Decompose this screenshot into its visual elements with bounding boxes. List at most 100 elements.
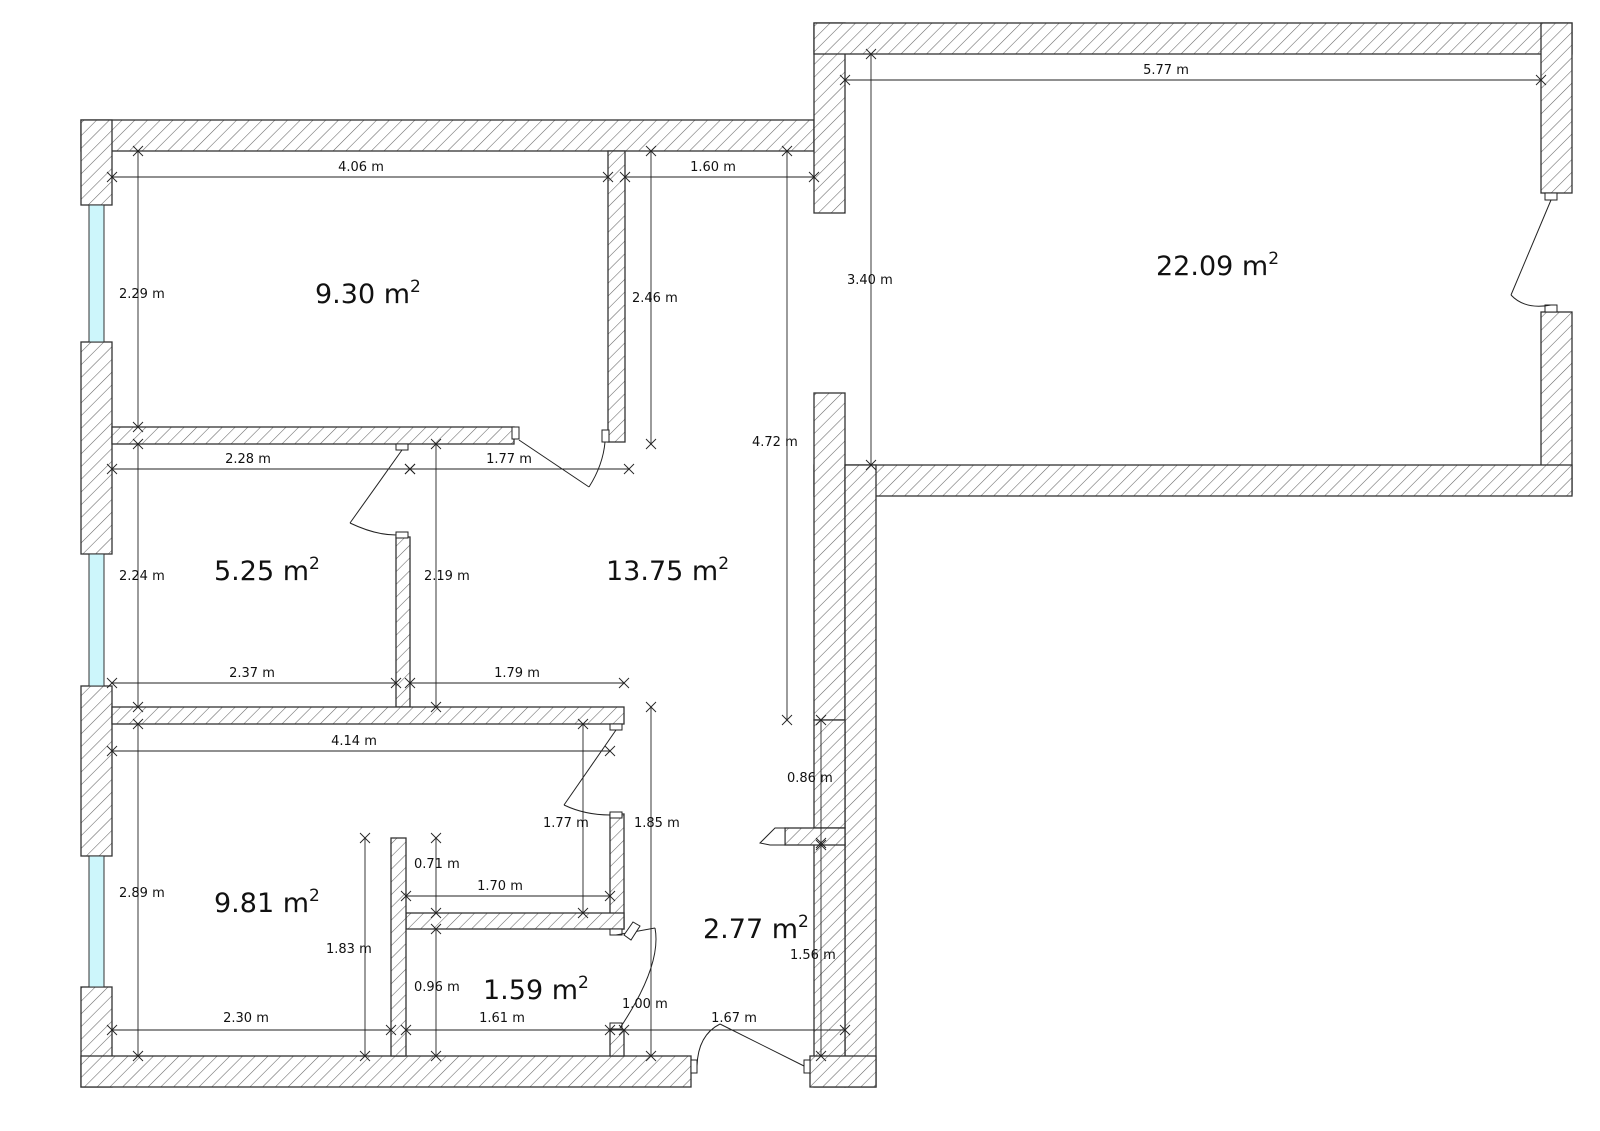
dim-tick: [430, 701, 442, 713]
dim-tick: [781, 145, 793, 157]
wall-west-1: [80, 119, 113, 206]
dim-label: 1.60 m: [690, 160, 736, 175]
dim-label: 1.77 m: [543, 816, 589, 831]
door-jamb: [609, 811, 623, 819]
wall-living-top: [813, 22, 1573, 55]
dim-label: 0.71 m: [414, 857, 460, 872]
dim-tick: [839, 74, 851, 86]
wall-int-bath-bottom-stub: [609, 1029, 625, 1057]
dim-tick: [400, 890, 412, 902]
wall-living-bottom: [813, 464, 1573, 497]
wall-bottom-right: [809, 1055, 877, 1088]
room-area-living-room: 22.09 m2: [1156, 249, 1279, 282]
dim-label: 2.24 m: [119, 569, 165, 584]
dim-tick: [623, 463, 635, 475]
window-2: [88, 553, 105, 687]
dim-tick: [604, 890, 616, 902]
dim-tick: [781, 714, 793, 726]
wall-east-mid: [784, 827, 846, 846]
wall-int-corridor-right: [609, 813, 625, 930]
door-jamb: [395, 443, 409, 451]
room-area-bedroom-bottom-left: 9.81 m2: [214, 886, 320, 919]
dim-tick: [359, 1050, 371, 1062]
dim-label: 0.96 m: [414, 980, 460, 995]
dim-label: 2.28 m: [225, 452, 271, 467]
door-arc: [1510, 294, 1552, 307]
window-1: [88, 204, 105, 343]
dim-tick: [618, 1024, 630, 1036]
door-jamb: [511, 426, 520, 440]
dim-label: 2.46 m: [632, 291, 678, 306]
dim-tick: [390, 677, 402, 689]
dim-label: 2.19 m: [424, 569, 470, 584]
dim-tick: [132, 718, 144, 730]
dimension-lines: [112, 54, 1541, 1056]
dim-tick: [1535, 74, 1547, 86]
dim-tick: [106, 677, 118, 689]
dim-tick: [430, 438, 442, 450]
dim-tick: [645, 145, 657, 157]
dim-label: 1.67 m: [711, 1011, 757, 1026]
wall-west-2: [80, 341, 113, 555]
room-area-bedroom-top-left: 9.30 m2: [315, 277, 421, 310]
door-jamb: [601, 429, 610, 443]
dim-tick: [808, 171, 820, 183]
window-3: [88, 855, 105, 988]
dim-tick: [604, 745, 616, 757]
dim-tick: [430, 832, 442, 844]
wall-bottom-left: [80, 1055, 692, 1088]
door-leaf: [719, 1023, 805, 1067]
door-jamb: [609, 723, 623, 731]
door-arc: [349, 522, 397, 536]
wall-west-3: [80, 685, 113, 857]
dim-label: 4.14 m: [331, 734, 377, 749]
dim-label: 5.77 m: [1143, 63, 1189, 78]
dim-tick: [865, 48, 877, 60]
dim-tick: [132, 701, 144, 713]
door-arc: [563, 804, 611, 816]
dim-label: 1.70 m: [477, 879, 523, 894]
walls: [80, 22, 1573, 1088]
room-area-hallway: 13.75 m2: [606, 554, 729, 587]
dim-tick: [645, 701, 657, 713]
dim-label: 1.85 m: [634, 816, 680, 831]
dim-tick: [400, 1024, 412, 1036]
dim-label: 1.56 m: [790, 948, 836, 963]
dim-tick: [132, 145, 144, 157]
wall-living-right-lower: [1540, 311, 1573, 495]
dim-tick: [132, 438, 144, 450]
dim-tick: [404, 463, 416, 475]
dim-label: 4.06 m: [338, 160, 384, 175]
dim-tick: [404, 677, 416, 689]
dim-tick: [815, 837, 827, 849]
door-jamb: [1544, 192, 1558, 201]
dim-label: 2.89 m: [119, 886, 165, 901]
dimension-ticks: [106, 48, 1547, 1062]
dim-tick: [645, 1050, 657, 1062]
door-jamb: [609, 1022, 623, 1030]
dim-tick: [106, 745, 118, 757]
wall-int-bed1-right: [607, 150, 626, 443]
dim-tick: [106, 1024, 118, 1036]
door-jamb: [690, 1059, 698, 1074]
dim-tick: [577, 907, 589, 919]
dim-tick: [430, 907, 442, 919]
dim-tick: [815, 839, 827, 851]
door-jamb: [623, 921, 641, 941]
dim-tick: [602, 171, 614, 183]
wall-east-outer: [844, 464, 877, 1088]
wall-top-left: [80, 119, 815, 152]
door-leaf: [1510, 199, 1552, 296]
wall-int-bed1-bottom: [111, 426, 515, 445]
dim-tick: [106, 171, 118, 183]
dim-label: 1.79 m: [494, 666, 540, 681]
dim-tick: [106, 463, 118, 475]
dim-tick: [359, 832, 371, 844]
dim-tick: [604, 1024, 616, 1036]
dim-label: 1.61 m: [479, 1011, 525, 1026]
room-area-entrance: 2.77 m2: [703, 912, 809, 945]
room-area-small-room: 5.25 m2: [214, 554, 320, 587]
dim-tick: [430, 923, 442, 935]
dim-tick: [619, 171, 631, 183]
